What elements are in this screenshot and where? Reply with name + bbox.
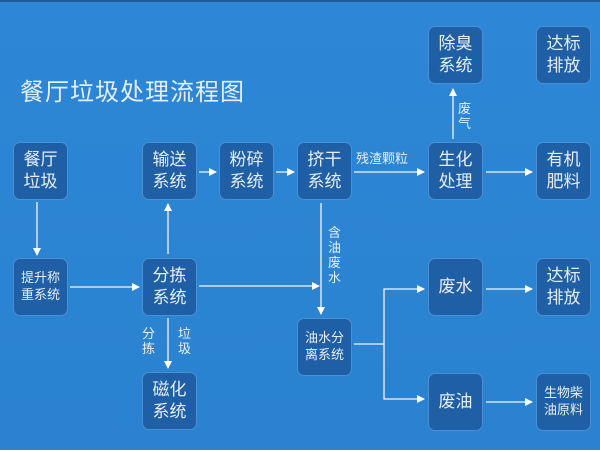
node-waste-water: 废水 bbox=[428, 258, 483, 316]
arrow-separation-to-oil bbox=[383, 344, 425, 403]
diagram-title: 餐厅垃圾处理流程图 bbox=[20, 78, 245, 106]
node-squeezing: 挤干 系统 bbox=[297, 142, 352, 200]
node-waste-oil: 废油 bbox=[428, 373, 483, 431]
node-restaurant-waste: 餐厅 垃圾 bbox=[13, 142, 68, 200]
arrow-separation-to-water bbox=[354, 285, 425, 345]
node-conveying: 输送 系统 bbox=[142, 142, 197, 200]
label-waste-gas: 废 气 bbox=[458, 102, 472, 132]
node-biodiesel: 生物柴 油原料 bbox=[536, 373, 591, 431]
node-deodorizing: 除臭 系统 bbox=[428, 26, 483, 84]
node-discharge-water: 达标 排放 bbox=[536, 258, 591, 316]
node-lift-weigh: 提升称 重系统 bbox=[13, 258, 68, 316]
node-magnetizing: 磁化 系统 bbox=[142, 372, 197, 430]
node-sorting: 分拣 系统 bbox=[142, 258, 197, 316]
node-crushing: 粉碎 系统 bbox=[219, 142, 274, 200]
label-oily-water: 含 油 废 水 bbox=[328, 226, 342, 286]
label-residue: 残渣颗粒 bbox=[356, 152, 409, 167]
node-discharge-top: 达标 排放 bbox=[536, 26, 591, 84]
node-oil-water-separation: 油水分 离系统 bbox=[297, 318, 352, 376]
node-biochemical: 生化 处理 bbox=[428, 142, 483, 200]
node-organic-fertilizer: 有机 肥料 bbox=[536, 142, 591, 200]
label-sorted-a: 分 拣 bbox=[142, 327, 156, 357]
label-sorted-b: 垃 圾 bbox=[178, 327, 192, 357]
